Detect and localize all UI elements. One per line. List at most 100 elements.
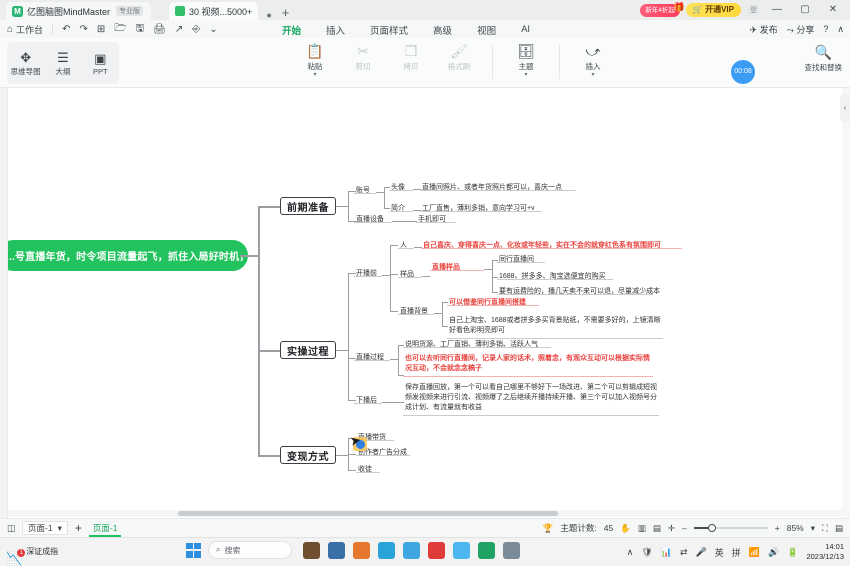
theme-button[interactable]: 🗄 主题 ▾ [511,43,541,78]
topic-sample-desc-1[interactable]: 同行直播间 [499,256,534,263]
ime-pinyin-icon[interactable]: 拼 [731,547,741,558]
vertical-scrollbar[interactable] [842,88,850,518]
vip-upgrade-button[interactable]: 🛒 开通VIP [685,3,741,17]
zoom-out-button[interactable]: – [682,523,687,533]
ime-language-icon[interactable]: 英 [714,547,724,558]
topic-avatar-desc[interactable]: 直播间照片、或者年货照片都可以，喜庆一点 [422,184,562,191]
mindmap-canvas[interactable]: ...号直播年货，时令项目流量起飞，抓住入局好时机，日入5000+ 前期准备 账… [8,88,842,518]
page-selector[interactable]: 页面-1 ▾ [22,521,68,535]
topic-after-desc[interactable]: 保存直播回放，第一个可以看自己哪里不够好下一场改进、第二个可以剪辑成短视频发视频… [405,384,657,411]
topic-person-desc[interactable]: 自己喜庆、穿得喜庆一点、化妆或年轻些，实在不会的就穿红色系有氛围即可 [423,242,661,249]
view-toggle-icon[interactable]: ◫ [7,522,16,533]
topic-background[interactable]: 直播背景 [400,308,428,315]
taskbar-app-5[interactable] [403,541,420,559]
new-tab-button[interactable]: + [281,5,290,20]
windows-start-icon[interactable] [186,542,201,558]
share-button[interactable]: ⤳ 分享 [787,23,815,36]
network-transfer-icon[interactable]: ⇄ [680,546,688,557]
topic-intro[interactable]: 简介 [391,205,405,212]
branch-node-practice[interactable]: 实操过程 [280,341,336,359]
more-options-icon[interactable]: ⌄ [209,23,218,35]
workspace-button[interactable]: ⌂ 工作台 [7,23,43,36]
mindmap-view-button[interactable]: ✥ 思维导图 [9,50,43,77]
topic-sample-desc-2[interactable]: 1688、拼多多、淘宝选便宜的购买 [499,273,606,280]
outline-view-button[interactable]: ☰ 大纲 [46,50,80,77]
add-page-button[interactable]: + [74,521,82,535]
wifi-icon[interactable]: 📶 [748,546,761,557]
taskbar-app-8[interactable] [478,541,495,559]
branch-node-monetization[interactable]: 变现方式 [280,446,336,464]
zoom-level-value[interactable]: 85% [786,523,804,533]
topic-monetize-2[interactable]: 创作者广告分成 [358,449,407,456]
scrollbar-thumb[interactable] [178,511,558,516]
horizontal-scrollbar[interactable] [8,510,842,517]
stock-widget[interactable]: 📉 1 深证成指 -1.12% [6,541,58,566]
topic-intro-desc[interactable]: 工厂直售，薄利多销，意向学习可+v [422,205,535,212]
document-tab[interactable]: 30 视频...5000+ [169,2,259,20]
copy-button[interactable]: ❐ 拷贝 [396,43,426,72]
zoom-slider-knob[interactable] [707,524,716,532]
topic-sample-title[interactable]: 直播样品 [432,264,460,271]
topic-process-desc-1[interactable]: 说明货源、工厂直销、薄利多销、活跃人气 [405,341,538,348]
open-folder-icon[interactable]: 🗁 [114,22,127,34]
taskbar-app-4[interactable] [378,541,395,559]
chevron-down-icon[interactable]: ▾ [313,72,317,78]
show-hidden-icons[interactable]: ∧ [626,546,634,557]
topic-before-live[interactable]: 开播前 [356,270,377,277]
left-panel-rail[interactable] [0,88,8,518]
close-button[interactable]: ✕ [828,4,838,15]
fit-screen-icon[interactable]: ⛶ [822,522,828,533]
taskbar-app-3[interactable] [353,541,370,559]
insert-button[interactable]: ⤻ 插入 ▾ [578,43,608,78]
cut-button[interactable]: ✂ 剪切 [348,43,378,72]
zoom-in-button[interactable]: + [774,523,780,533]
panel-toggle-icon[interactable]: ▤ [834,522,843,533]
topic-after-live[interactable]: 下播后 [356,397,377,404]
chevron-down-icon[interactable]: ▾ [591,72,595,78]
tab-advanced[interactable]: 高级 [433,25,453,37]
topic-live-process[interactable]: 直播过程 [356,354,384,361]
topic-process-desc-2[interactable]: 也可以去听同行直播间，记录人家的话术，照着念，有观众互动可以根据实际情况互动，不… [405,355,650,372]
topic-account[interactable]: 账号 [356,187,370,194]
taskbar-clock[interactable]: 14:01 2023/12/13 [806,542,844,562]
microphone-icon[interactable]: 🎤 [695,546,707,557]
taskbar-app-7[interactable] [453,541,470,559]
root-node[interactable]: ...号直播年货，时令项目流量起飞，抓住入局好时机，日入5000+ [8,240,299,271]
tab-page-style[interactable]: 页面样式 [370,25,409,37]
split-view-icon[interactable]: ▥ [637,522,646,533]
print-icon[interactable]: 🖨 [153,23,166,35]
taskbar-app-9[interactable] [503,541,520,559]
tab-view[interactable]: 视图 [477,25,497,37]
taskbar-app-1[interactable] [303,541,320,559]
chevron-down-icon[interactable]: ▾ [810,522,816,533]
topic-equipment-desc[interactable]: 手机即可 [418,216,446,223]
security-icon[interactable]: 🛡 [641,546,653,557]
layout-icon[interactable]: ▤ [652,522,661,533]
topic-avatar[interactable]: 头像 [391,184,405,191]
topic-equipment[interactable]: 直播设备 [356,216,384,223]
taskbar-app-6[interactable] [428,541,445,559]
minimize-button[interactable]: — [772,4,782,15]
ppt-view-button[interactable]: ▣ PPT [83,51,117,76]
maximize-button[interactable]: ▢ [800,4,810,15]
publish-button[interactable]: ✈ 发布 [750,23,778,36]
topic-bg-title[interactable]: 可以借鉴同行直播间搭建 [449,299,526,306]
collapse-panel-button[interactable]: ‹ [840,95,850,121]
format-painter-button[interactable]: 🖌 格式刷 [444,43,474,72]
topic-bg-desc[interactable]: 自己上淘宝、1688或者拼多多买背景贴纸，不需要多好的，上镜清晰好看色彩明亮即可 [449,317,661,334]
avatar[interactable]: 登 [747,3,760,17]
volume-icon[interactable]: 🔊 [768,546,780,557]
find-replace-button[interactable]: 🔍 查找和替换 [805,44,843,73]
redo-icon[interactable]: ↷ [79,23,88,35]
new-icon[interactable]: ⊞ [96,23,106,35]
taskbar-search[interactable]: ⌕ 搜索 [208,541,292,559]
promo-banner[interactable]: 新年4折起 🎁 [640,2,685,17]
tab-ai[interactable]: AI [521,24,531,35]
battery-icon[interactable]: 🔋 [787,546,799,557]
branch-node-preparation[interactable]: 前期准备 [280,197,336,215]
topic-sample[interactable]: 样品 [400,271,414,278]
page-tab-1[interactable]: 页面-1 [88,522,122,537]
undo-icon[interactable]: ↶ [62,23,71,35]
hand-tool-icon[interactable]: ✋ [620,522,631,533]
center-map-icon[interactable]: ✛ [667,522,676,533]
